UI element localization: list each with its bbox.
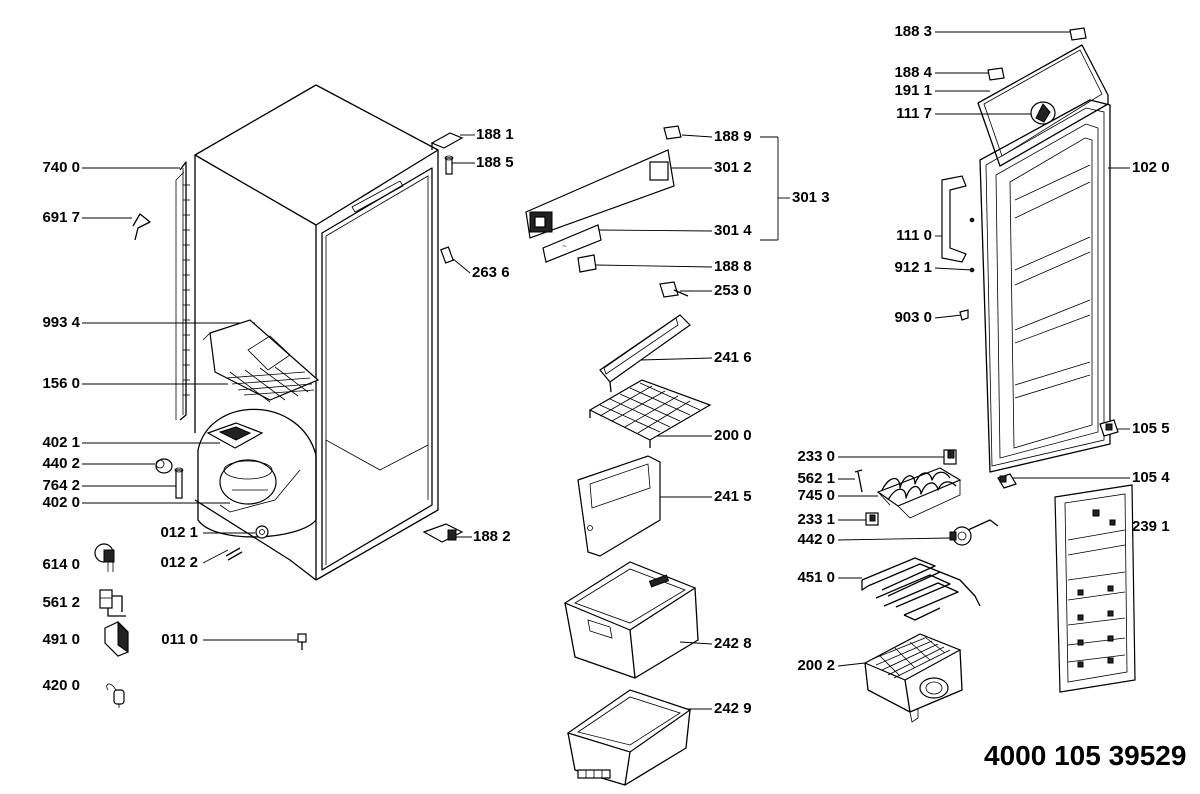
part-label-912-1: 912 1 <box>894 259 932 276</box>
part-label-242-9: 242 9 <box>714 700 752 717</box>
part-label-188-5: 188 5 <box>476 154 514 171</box>
part-label-253-0: 253 0 <box>714 282 752 299</box>
shelves-and-drawers <box>563 314 712 786</box>
part-label-012-1: 012 1 <box>160 524 198 541</box>
part-label-301-3: 301 3 <box>792 189 830 206</box>
part-label-745-0: 745 0 <box>797 487 835 504</box>
leader-lines <box>82 31 1130 710</box>
part-label-239-1: 239 1 <box>1132 518 1170 535</box>
part-label-561-2: 561 2 <box>42 594 80 611</box>
part-label-440-2: 440 2 <box>42 455 80 472</box>
part-label-011-0: 011 0 <box>161 631 198 648</box>
part-label-491-0: 491 0 <box>42 631 80 648</box>
part-label-993-4: 993 4 <box>42 314 80 331</box>
part-label-691-7: 691 7 <box>42 209 80 226</box>
part-label-233-0: 233 0 <box>797 448 835 465</box>
part-label-191-1: 191 1 <box>894 82 932 99</box>
cabinet-body <box>175 84 439 581</box>
control-panel-parts: ~ <box>525 125 689 298</box>
door-assembly <box>941 27 1119 489</box>
part-label-200-0: 200 0 <box>714 427 752 444</box>
part-label-188-8: 188 8 <box>714 258 752 275</box>
part-label-402-0: 402 0 <box>42 494 80 511</box>
part-label-188-9: 188 9 <box>714 128 752 145</box>
svg-text:~: ~ <box>562 243 567 250</box>
part-label-188-1: 188 1 <box>476 126 514 143</box>
part-label-156-0: 156 0 <box>42 375 80 392</box>
part-label-241-6: 241 6 <box>714 349 752 366</box>
part-label-188-4: 188 4 <box>894 64 932 81</box>
part-label-301-4: 301 4 <box>714 222 752 239</box>
part-label-301-2: 301 2 <box>714 159 752 176</box>
part-label-188-2: 188 2 <box>473 528 511 545</box>
part-label-402-1: 402 1 <box>42 434 80 451</box>
part-label-740-0: 740 0 <box>42 159 80 176</box>
part-label-111-0: 111 0 <box>896 227 932 244</box>
left-small-parts <box>94 213 307 708</box>
part-label-903-0: 903 0 <box>894 309 932 326</box>
part-label-263-6: 263 6 <box>472 264 510 281</box>
part-label-105-5: 105 5 <box>1132 420 1170 437</box>
part-label-111-7: 111 7 <box>896 105 932 122</box>
refrigeration-parts <box>854 449 1136 723</box>
part-label-233-1: 233 1 <box>797 511 835 528</box>
part-label-764-2: 764 2 <box>42 477 80 494</box>
part-label-200-2: 200 2 <box>797 657 835 674</box>
part-label-102-0: 102 0 <box>1132 159 1170 176</box>
part-label-451-0: 451 0 <box>797 569 835 586</box>
part-label-242-8: 242 8 <box>714 635 752 652</box>
part-label-188-3: 188 3 <box>894 23 932 40</box>
part-label-420-0: 420 0 <box>42 677 80 694</box>
part-label-012-2: 012 2 <box>160 554 198 571</box>
part-label-562-1: 562 1 <box>797 470 835 487</box>
diagram-document-code: 4000 105 39529 <box>984 740 1187 771</box>
part-label-105-4: 105 4 <box>1132 469 1170 486</box>
part-label-614-0: 614 0 <box>42 556 80 573</box>
part-label-241-5: 241 5 <box>714 488 752 505</box>
part-label-442-0: 442 0 <box>797 531 835 548</box>
cabinet-hinges <box>422 132 464 543</box>
